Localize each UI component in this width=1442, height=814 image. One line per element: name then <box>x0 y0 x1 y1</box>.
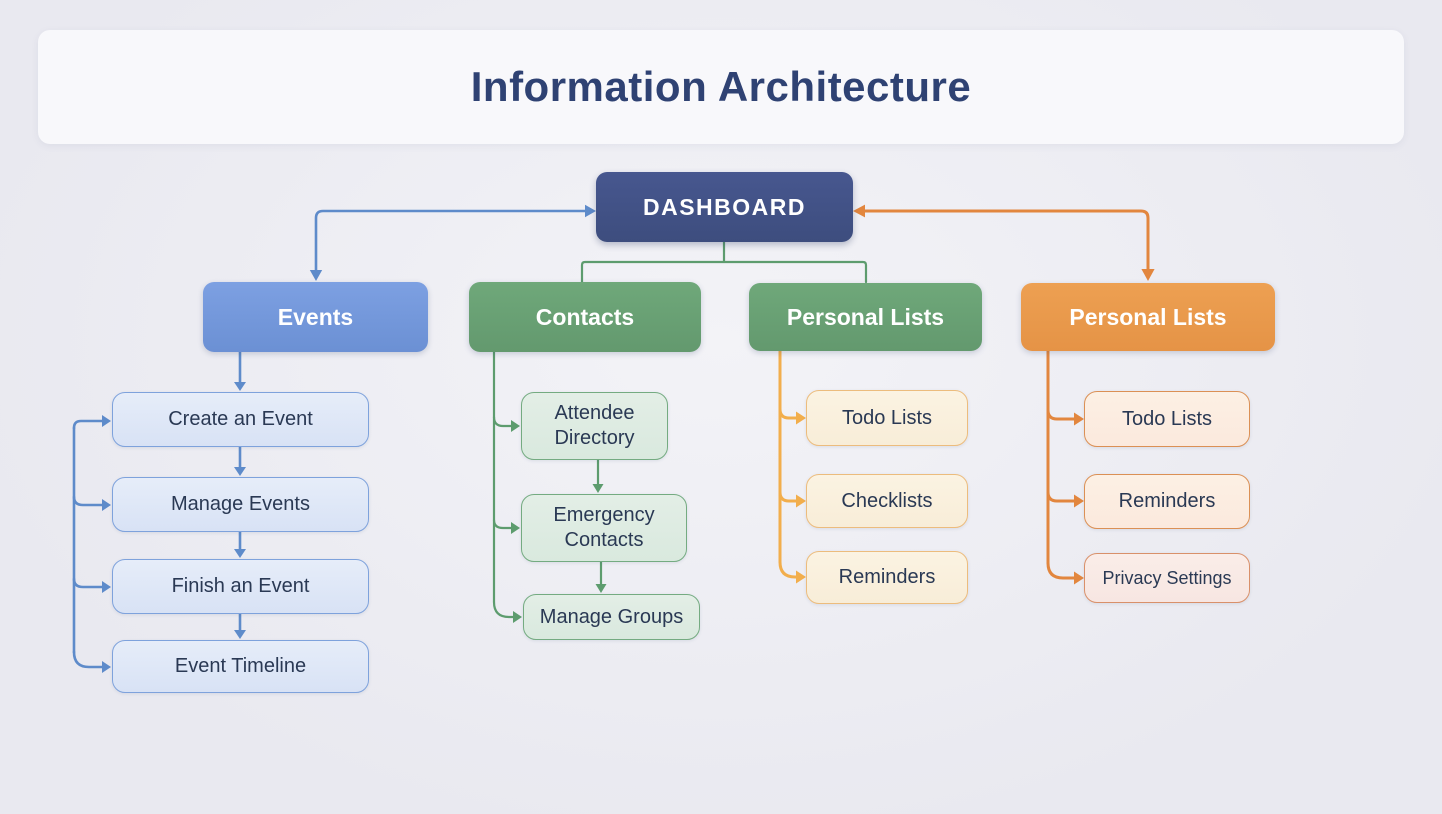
events-dashboard-connector <box>309 204 596 281</box>
child-event-timeline: Event Timeline <box>112 640 369 693</box>
child-checklists: Checklists <box>806 474 968 528</box>
child-emergency-contacts: Emergency Contacts <box>521 494 687 562</box>
branch-personal-lists-orange: Personal Lists <box>1021 283 1275 351</box>
personal-lists-green-rail <box>778 349 806 584</box>
child-manage-events: Manage Events <box>112 477 369 532</box>
child-todo-lists-1: Todo Lists <box>806 390 968 446</box>
branch-contacts: Contacts <box>469 282 701 352</box>
node-dashboard: DASHBOARD <box>596 172 853 242</box>
dashboard-bracket-connector <box>580 240 868 284</box>
title-card: Information Architecture <box>38 30 1404 144</box>
child-reminders-1: Reminders <box>806 551 968 604</box>
child-create-an-event: Create an Event <box>112 392 369 447</box>
personal-lists-dashboard-connector <box>853 204 1155 281</box>
child-todo-lists-2: Todo Lists <box>1084 391 1250 447</box>
page-title: Information Architecture <box>470 63 972 110</box>
child-manage-groups: Manage Groups <box>523 594 700 640</box>
child-reminders-2: Reminders <box>1084 474 1250 529</box>
child-attendee-directory: Attendee Directory <box>521 392 668 460</box>
contacts-side-rail <box>492 350 522 623</box>
child-finish-an-event: Finish an Event <box>112 559 369 614</box>
events-side-rail <box>72 415 111 673</box>
child-privacy-settings: Privacy Settings <box>1084 553 1250 603</box>
branch-personal-lists-green: Personal Lists <box>749 283 982 351</box>
branch-events: Events <box>203 282 428 352</box>
personal-lists-orange-rail <box>1046 349 1084 585</box>
